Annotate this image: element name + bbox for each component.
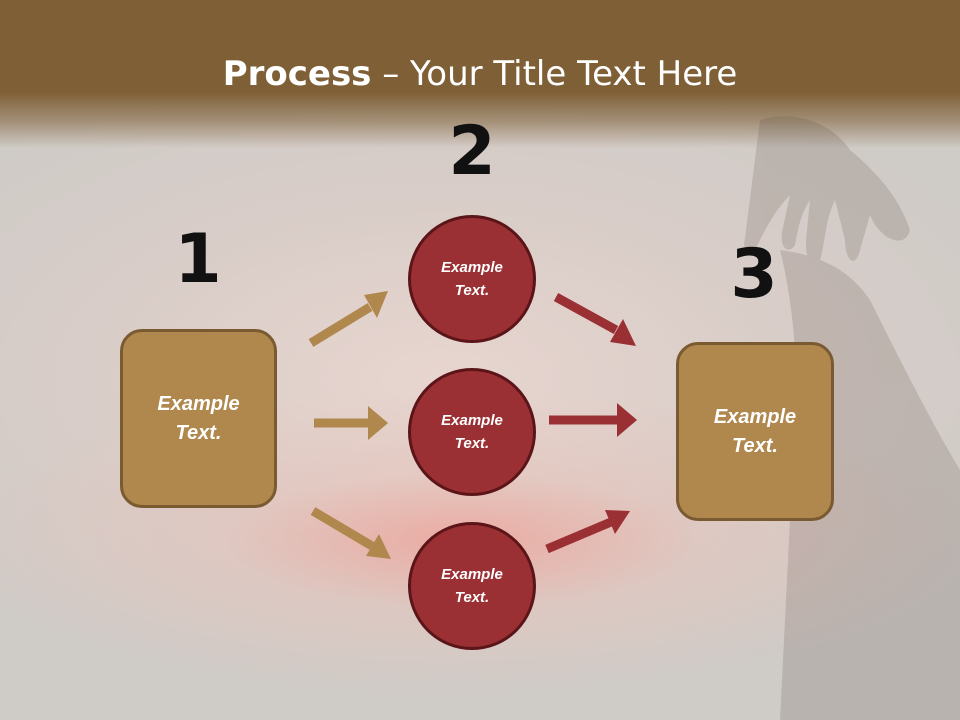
arrow-top-to-3 (553, 293, 636, 346)
step-number-2: 2 (448, 112, 496, 191)
step-3-text: Example Text. (713, 405, 797, 457)
step-number-3: 3 (730, 235, 778, 314)
circle-middle-text: Example Text. (441, 412, 503, 452)
arrow-1-to-bottom (310, 507, 391, 559)
slide-title: Process – Your Title Text Here (0, 52, 960, 96)
step-1-box: Example Text. (120, 329, 277, 508)
step-3-box: Example Text. (676, 342, 834, 521)
circle-bottom-text: Example Text. (441, 566, 503, 606)
step-2-circle-bottom: Example Text. (408, 522, 536, 650)
circle-top-text: Example Text. (441, 259, 503, 299)
title-rest: – Your Title Text Here (371, 54, 738, 94)
title-bold: Process (222, 54, 372, 94)
header-band (0, 0, 960, 148)
arrow-middle-to-3 (549, 403, 637, 437)
step-2-circle-top: Example Text. (408, 215, 536, 343)
step-1-text: Example Text. (157, 392, 240, 444)
step-number-1: 1 (174, 220, 222, 299)
step-2-circle-middle: Example Text. (408, 368, 536, 496)
arrow-bottom-to-3 (545, 510, 630, 554)
arrow-1-to-top (308, 291, 388, 347)
arrow-1-to-middle (314, 406, 388, 440)
